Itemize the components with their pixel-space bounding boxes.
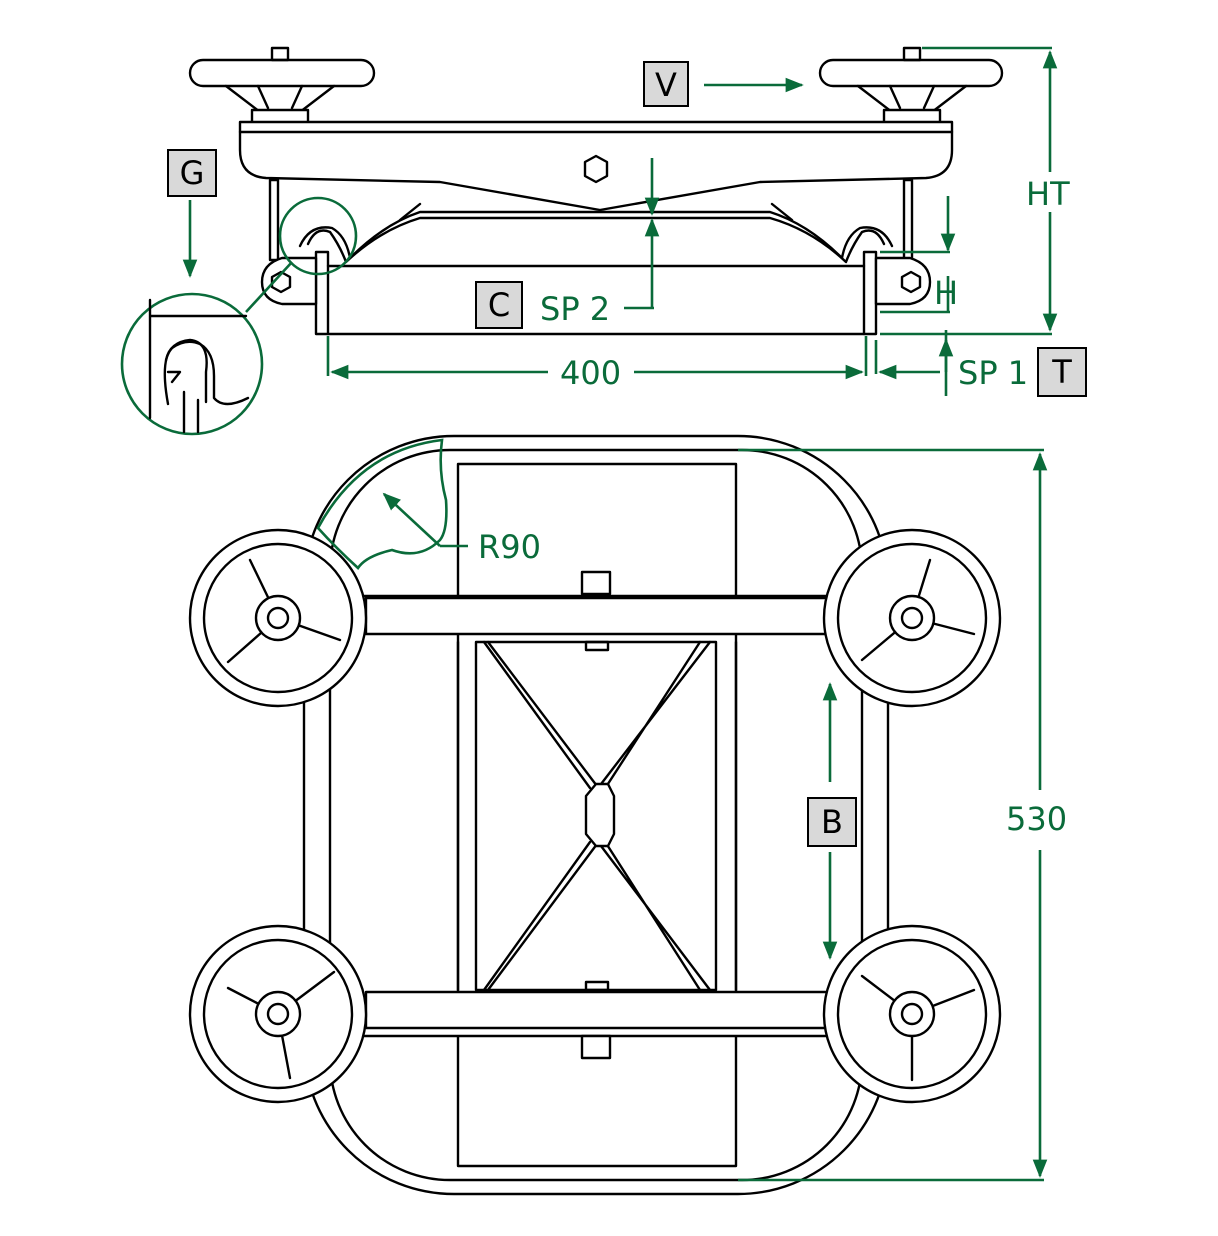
side-dimensions: HT H SP 1 SP 2 400 bbox=[326, 46, 1080, 396]
top-crossbeam-upper bbox=[238, 570, 956, 652]
dim-ht: HT bbox=[1026, 175, 1070, 213]
dim-h: H bbox=[934, 274, 958, 312]
svg-text:T: T bbox=[1051, 353, 1072, 391]
side-handwheel-left bbox=[188, 46, 376, 126]
side-view bbox=[188, 46, 1004, 336]
side-handwheel-right bbox=[818, 46, 1004, 126]
top-dimensions: R90 530 bbox=[316, 438, 1067, 1182]
dim-radius: R90 bbox=[478, 528, 541, 566]
svg-text:G: G bbox=[180, 154, 205, 192]
label-g: G bbox=[167, 149, 217, 278]
label-c: C bbox=[475, 281, 523, 329]
label-b: B bbox=[807, 797, 857, 847]
detail-g bbox=[120, 196, 358, 436]
top-handwheel-tr bbox=[822, 528, 1002, 708]
svg-text:C: C bbox=[488, 286, 510, 324]
gasket-curve bbox=[306, 216, 886, 264]
dim-length: 530 bbox=[1006, 800, 1067, 838]
svg-text:B: B bbox=[821, 803, 843, 841]
top-outer-frame bbox=[302, 434, 890, 1196]
dim-sp1: SP 1 bbox=[958, 354, 1028, 392]
label-v: V bbox=[643, 61, 804, 107]
top-view bbox=[188, 434, 1002, 1196]
label-t: T bbox=[1037, 347, 1087, 397]
svg-text:V: V bbox=[655, 66, 677, 104]
side-hex-bolt bbox=[583, 154, 609, 184]
top-crossbeam-lower bbox=[238, 980, 956, 1060]
top-handwheel-tl bbox=[188, 528, 368, 708]
top-handwheel-bl bbox=[188, 924, 368, 1104]
dim-sp2: SP 2 bbox=[540, 290, 610, 328]
top-handwheel-br bbox=[822, 924, 1002, 1104]
dim-width: 400 bbox=[560, 354, 621, 392]
